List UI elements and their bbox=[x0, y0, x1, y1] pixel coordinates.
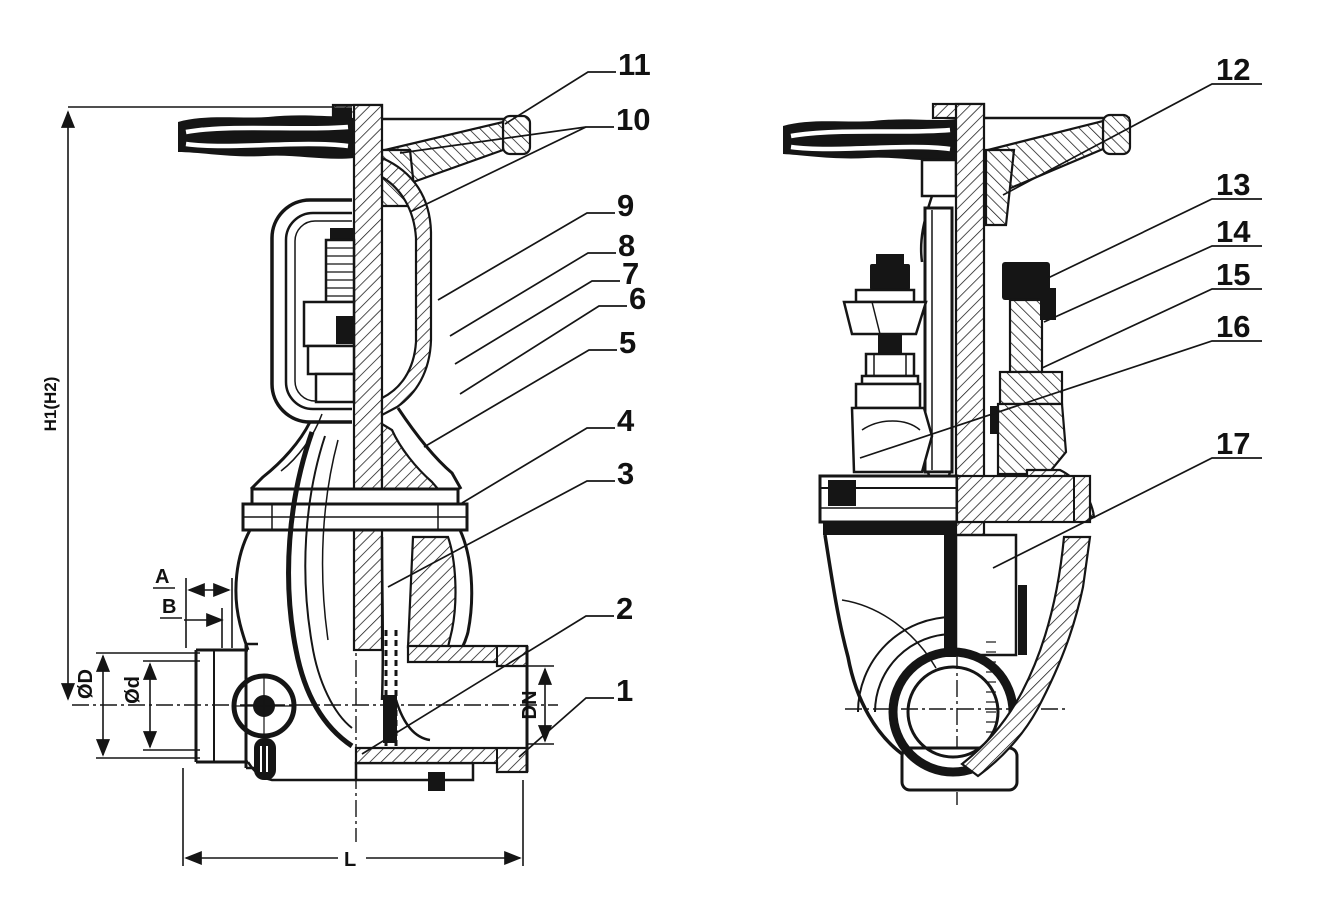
callout-label: 6 bbox=[629, 281, 646, 316]
callout-label: 13 bbox=[1216, 167, 1250, 202]
dim-label-b: B bbox=[162, 596, 176, 618]
callouts-front: 11 10 9 8 7 6 5 4 bbox=[361, 47, 651, 758]
callout-15: 15 bbox=[1041, 257, 1262, 369]
dim-a: A bbox=[153, 566, 233, 648]
callout-6: 6 bbox=[459, 281, 646, 395]
callout-17: 17 bbox=[992, 426, 1262, 569]
front-stem bbox=[352, 103, 384, 652]
dim-nominal-bore: DN bbox=[519, 665, 554, 745]
callout-label: 15 bbox=[1216, 257, 1250, 292]
callout-label: 9 bbox=[617, 188, 634, 223]
callout-label: 3 bbox=[617, 456, 634, 491]
callout-2: 2 bbox=[361, 591, 633, 755]
front-right-port bbox=[354, 630, 529, 774]
dim-label-height: H1(H2) bbox=[41, 377, 60, 432]
front-centerlines bbox=[72, 548, 558, 842]
callout-label: 14 bbox=[1216, 214, 1251, 249]
callout-label: 4 bbox=[617, 403, 635, 438]
callout-label: 10 bbox=[616, 102, 650, 137]
callout-9: 9 bbox=[437, 188, 634, 301]
callout-label: 7 bbox=[622, 256, 639, 291]
front-bonnet-dome bbox=[380, 156, 433, 417]
callout-label: 11 bbox=[618, 47, 651, 82]
dim-label-l: L bbox=[344, 849, 356, 871]
callout-10: 10 bbox=[399, 102, 650, 213]
dim-b: B bbox=[160, 596, 224, 648]
valve-front-view bbox=[72, 103, 558, 842]
side-handwheel-grip bbox=[783, 119, 956, 161]
dim-length: L bbox=[182, 768, 524, 871]
front-bonnet-flange bbox=[241, 487, 469, 532]
valve-side-view bbox=[783, 102, 1132, 805]
callout-4: 4 bbox=[461, 403, 635, 504]
dim-socket-diameter: Ød bbox=[122, 660, 200, 751]
side-body bbox=[823, 533, 1092, 792]
callouts-side: 12 13 14 15 16 17 bbox=[859, 52, 1262, 569]
callout-label: 12 bbox=[1216, 52, 1250, 87]
callout-5: 5 bbox=[423, 325, 636, 448]
front-yoke bbox=[270, 198, 352, 424]
front-left-port bbox=[194, 642, 258, 770]
handwheel-grip bbox=[178, 115, 354, 159]
callout-8: 8 bbox=[449, 228, 635, 337]
front-wedge bbox=[286, 431, 397, 749]
front-drain-boss bbox=[231, 673, 297, 780]
dim-label-id: Ød bbox=[122, 676, 144, 704]
callout-16: 16 bbox=[859, 309, 1262, 459]
callout-14: 14 bbox=[1043, 214, 1262, 323]
callout-label: 17 bbox=[1216, 426, 1250, 461]
callout-label: 1 bbox=[616, 673, 633, 708]
side-handwheel-hub bbox=[984, 148, 1016, 227]
front-stem-nut bbox=[302, 228, 356, 404]
dim-label-od: ØD bbox=[75, 669, 97, 699]
callout-13: 13 bbox=[1047, 167, 1262, 279]
callout-label: 16 bbox=[1216, 309, 1250, 344]
side-flange bbox=[818, 474, 1092, 535]
callout-3: 3 bbox=[387, 456, 634, 588]
callout-7: 7 bbox=[454, 256, 639, 365]
callout-label: 5 bbox=[619, 325, 636, 360]
callout-12: 12 bbox=[1002, 52, 1262, 196]
callout-label: 8 bbox=[618, 228, 635, 263]
front-body bbox=[234, 529, 475, 791]
dimensions: H1(H2) ØD Ød A B bbox=[41, 106, 554, 871]
side-bracket bbox=[842, 254, 934, 474]
dim-label-a: A bbox=[155, 566, 169, 588]
dim-outer-diameter: ØD bbox=[75, 652, 200, 759]
callout-label: 2 bbox=[616, 591, 633, 626]
dim-label-dn: DN bbox=[519, 691, 541, 720]
side-handwheel bbox=[783, 102, 1132, 263]
dim-overall-height: H1(H2) bbox=[41, 106, 352, 701]
callout-11: 11 bbox=[504, 47, 651, 125]
